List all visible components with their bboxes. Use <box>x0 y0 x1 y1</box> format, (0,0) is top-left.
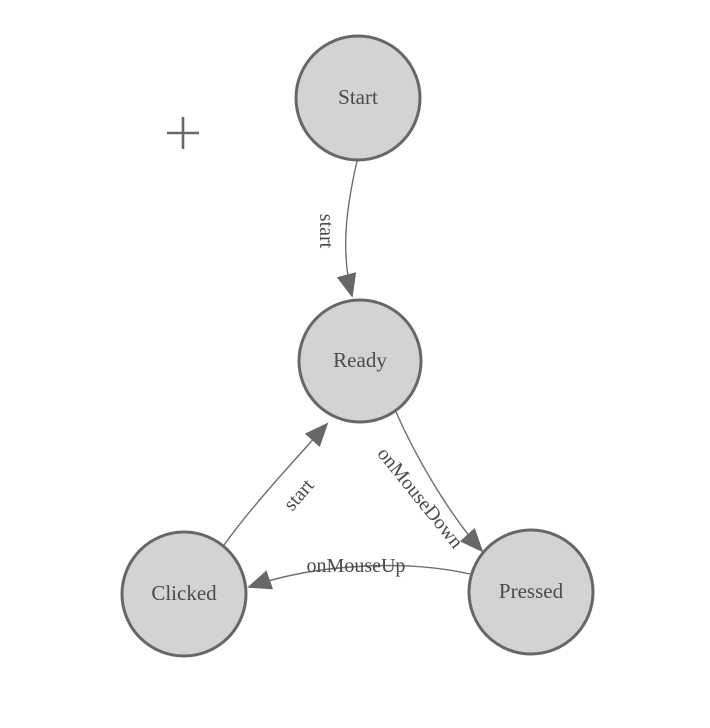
state-node-ready[interactable]: Ready <box>297 298 423 424</box>
state-node-pressed-shape[interactable] <box>467 528 595 656</box>
state-node-clicked-label: Clicked <box>151 581 217 605</box>
transition-label-start-ready: start <box>315 214 337 249</box>
state-node-clicked-shape[interactable] <box>120 530 248 658</box>
transition-edges <box>223 160 484 590</box>
transition-label-pressed-clicked: onMouseUp <box>307 555 406 577</box>
transition-label-clicked-ready: start <box>279 474 318 515</box>
transition-edge-ready-pressed[interactable] <box>395 411 484 553</box>
plus-cursor-icon <box>167 117 199 149</box>
state-node-ready-shape[interactable] <box>297 298 423 424</box>
transition-edge-clicked-ready[interactable] <box>223 422 329 546</box>
state-node-pressed-label: Pressed <box>499 579 564 603</box>
state-node-start-shape[interactable] <box>294 34 422 162</box>
transition-edge-start-ready[interactable] <box>336 160 358 298</box>
transition-edge-pressed-clicked[interactable] <box>247 564 471 590</box>
state-node-pressed[interactable]: Pressed <box>467 528 595 656</box>
state-node-start-label: Start <box>338 85 378 109</box>
state-node-clicked[interactable]: Clicked <box>120 530 248 658</box>
state-node-ready-label: Ready <box>333 348 387 372</box>
state-node-start[interactable]: Start <box>294 34 422 162</box>
